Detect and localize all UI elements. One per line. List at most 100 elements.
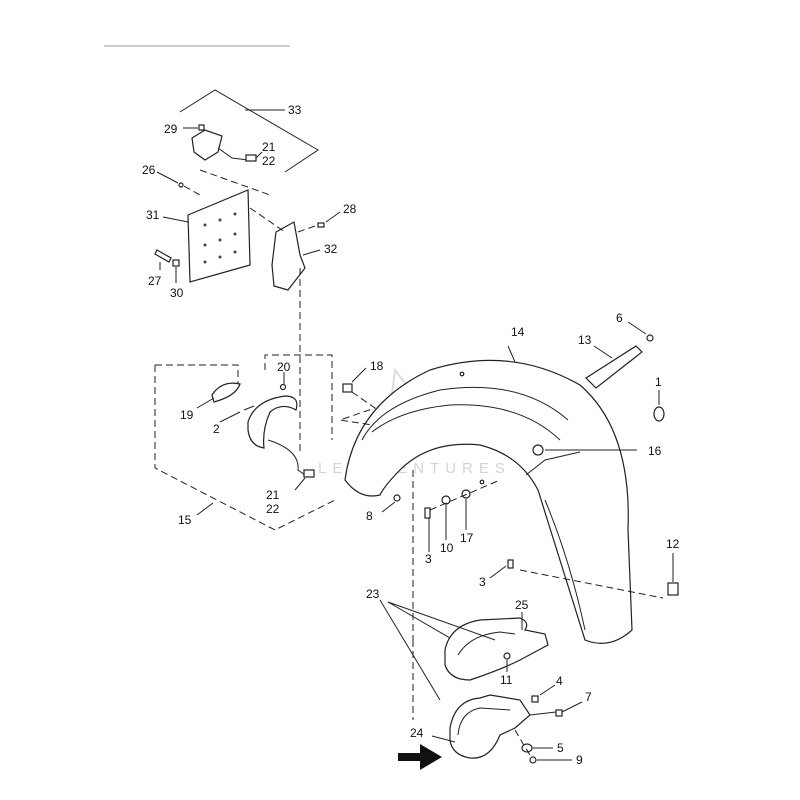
nut-9 [529,756,537,764]
grommet-16 [532,444,544,456]
callout-21-bottom: 21 [266,488,280,502]
bracket-holes [203,212,237,264]
fender-inner-line [361,386,569,441]
callout-1: 1 [655,375,662,389]
dash-26 [183,185,201,196]
callout-22-top: 22 [262,154,276,168]
callout-2: 2 [213,422,220,436]
bolt-4 [531,695,539,703]
callout-13: 13 [578,333,592,347]
callout-11: 11 [500,673,513,687]
group-33-bracket [179,89,319,173]
highlight-arrow-icon [398,744,442,770]
leader-14 [507,345,516,363]
leader-21-top [255,151,263,159]
mounting-bracket [271,221,306,291]
bolt-3 [424,507,431,519]
dash-plate-to-bracket [249,207,286,233]
rear-fender [344,359,633,644]
tail-lamp-connector [245,154,257,162]
nut-8 [393,494,401,502]
washer-10 [441,495,451,505]
screw-28 [317,222,325,228]
callout-9: 9 [576,753,583,767]
mounting-bracket-group [249,207,341,455]
side-lamp-bracket [247,395,298,449]
guard-24-inner [457,707,511,736]
group-15-top-dash [155,364,239,385]
screw-20 [279,383,287,391]
leader-4 [539,684,556,696]
leader-26 [156,171,179,184]
license-plate-bracket [187,189,251,283]
dash-lamp-to-bracket [199,169,271,196]
leader-23-a [387,601,451,639]
dash-18 [339,391,377,426]
callout-7: 7 [585,690,592,704]
rail-13 [585,345,643,389]
callout-12: 12 [666,537,680,551]
tail-lamp-wire [217,147,249,161]
tail-lamp-housing [191,129,223,161]
callout-14: 14 [511,325,525,339]
guard-24 [449,694,531,759]
callout-28: 28 [343,202,357,216]
callout-6: 6 [616,311,623,325]
callout-15: 15 [178,513,192,527]
leader-7 [561,701,583,713]
leader-23-b [387,601,496,641]
group-15-outline-dash [154,365,336,531]
license-plate-bracket-group [154,171,251,283]
leader-31 [162,216,189,223]
dash-to-12 [519,569,664,599]
callout-20: 20 [277,360,291,374]
rack-25-inner [457,631,516,656]
callout-10: 10 [440,541,454,555]
leader-21-bottom [294,477,306,491]
leader-23-line-1 [379,599,441,701]
callout-22-bottom: 22 [266,502,280,516]
rack-group [379,599,583,764]
callout-3-b: 3 [479,575,486,589]
leader-15 [196,502,214,516]
screw-2 [243,405,255,411]
leader-18 [351,367,367,383]
tail-lamp-group [179,89,319,196]
washer-17 [461,489,471,499]
link-4-7 [529,711,557,716]
leader-2 [219,411,241,423]
leader-3b [489,565,507,579]
side-lamp-connector [303,469,315,478]
rack-25 [444,617,549,681]
rail-group [525,321,679,596]
side-lamp-wire [267,439,306,476]
callout-27: 27 [148,274,162,288]
callout-29: 29 [164,122,178,136]
callout-3-a: 3 [425,552,432,566]
callout-24: 24 [410,726,424,740]
washer-6 [646,334,654,342]
callout-19: 19 [180,408,194,422]
side-lamp-group [154,354,336,531]
callout-26: 26 [142,163,156,177]
nut-18 [342,383,353,393]
fender-hole [479,479,485,485]
leader-16-branch [525,451,581,476]
screw-29 [198,124,205,131]
bolt-27 [154,249,172,263]
clip-12 [667,582,679,596]
callout-18: 18 [370,359,384,373]
callout-31: 31 [146,208,160,222]
callout-25: 25 [515,598,529,612]
callout-33: 33 [288,103,302,117]
callout-30: 30 [170,286,184,300]
hardware-group [339,367,514,579]
screw-11 [503,652,511,660]
plug-1 [653,406,665,422]
callout-8: 8 [366,509,373,523]
leader-13 [593,345,613,359]
fender-edge-line [544,499,586,631]
callout-16: 16 [648,444,662,458]
